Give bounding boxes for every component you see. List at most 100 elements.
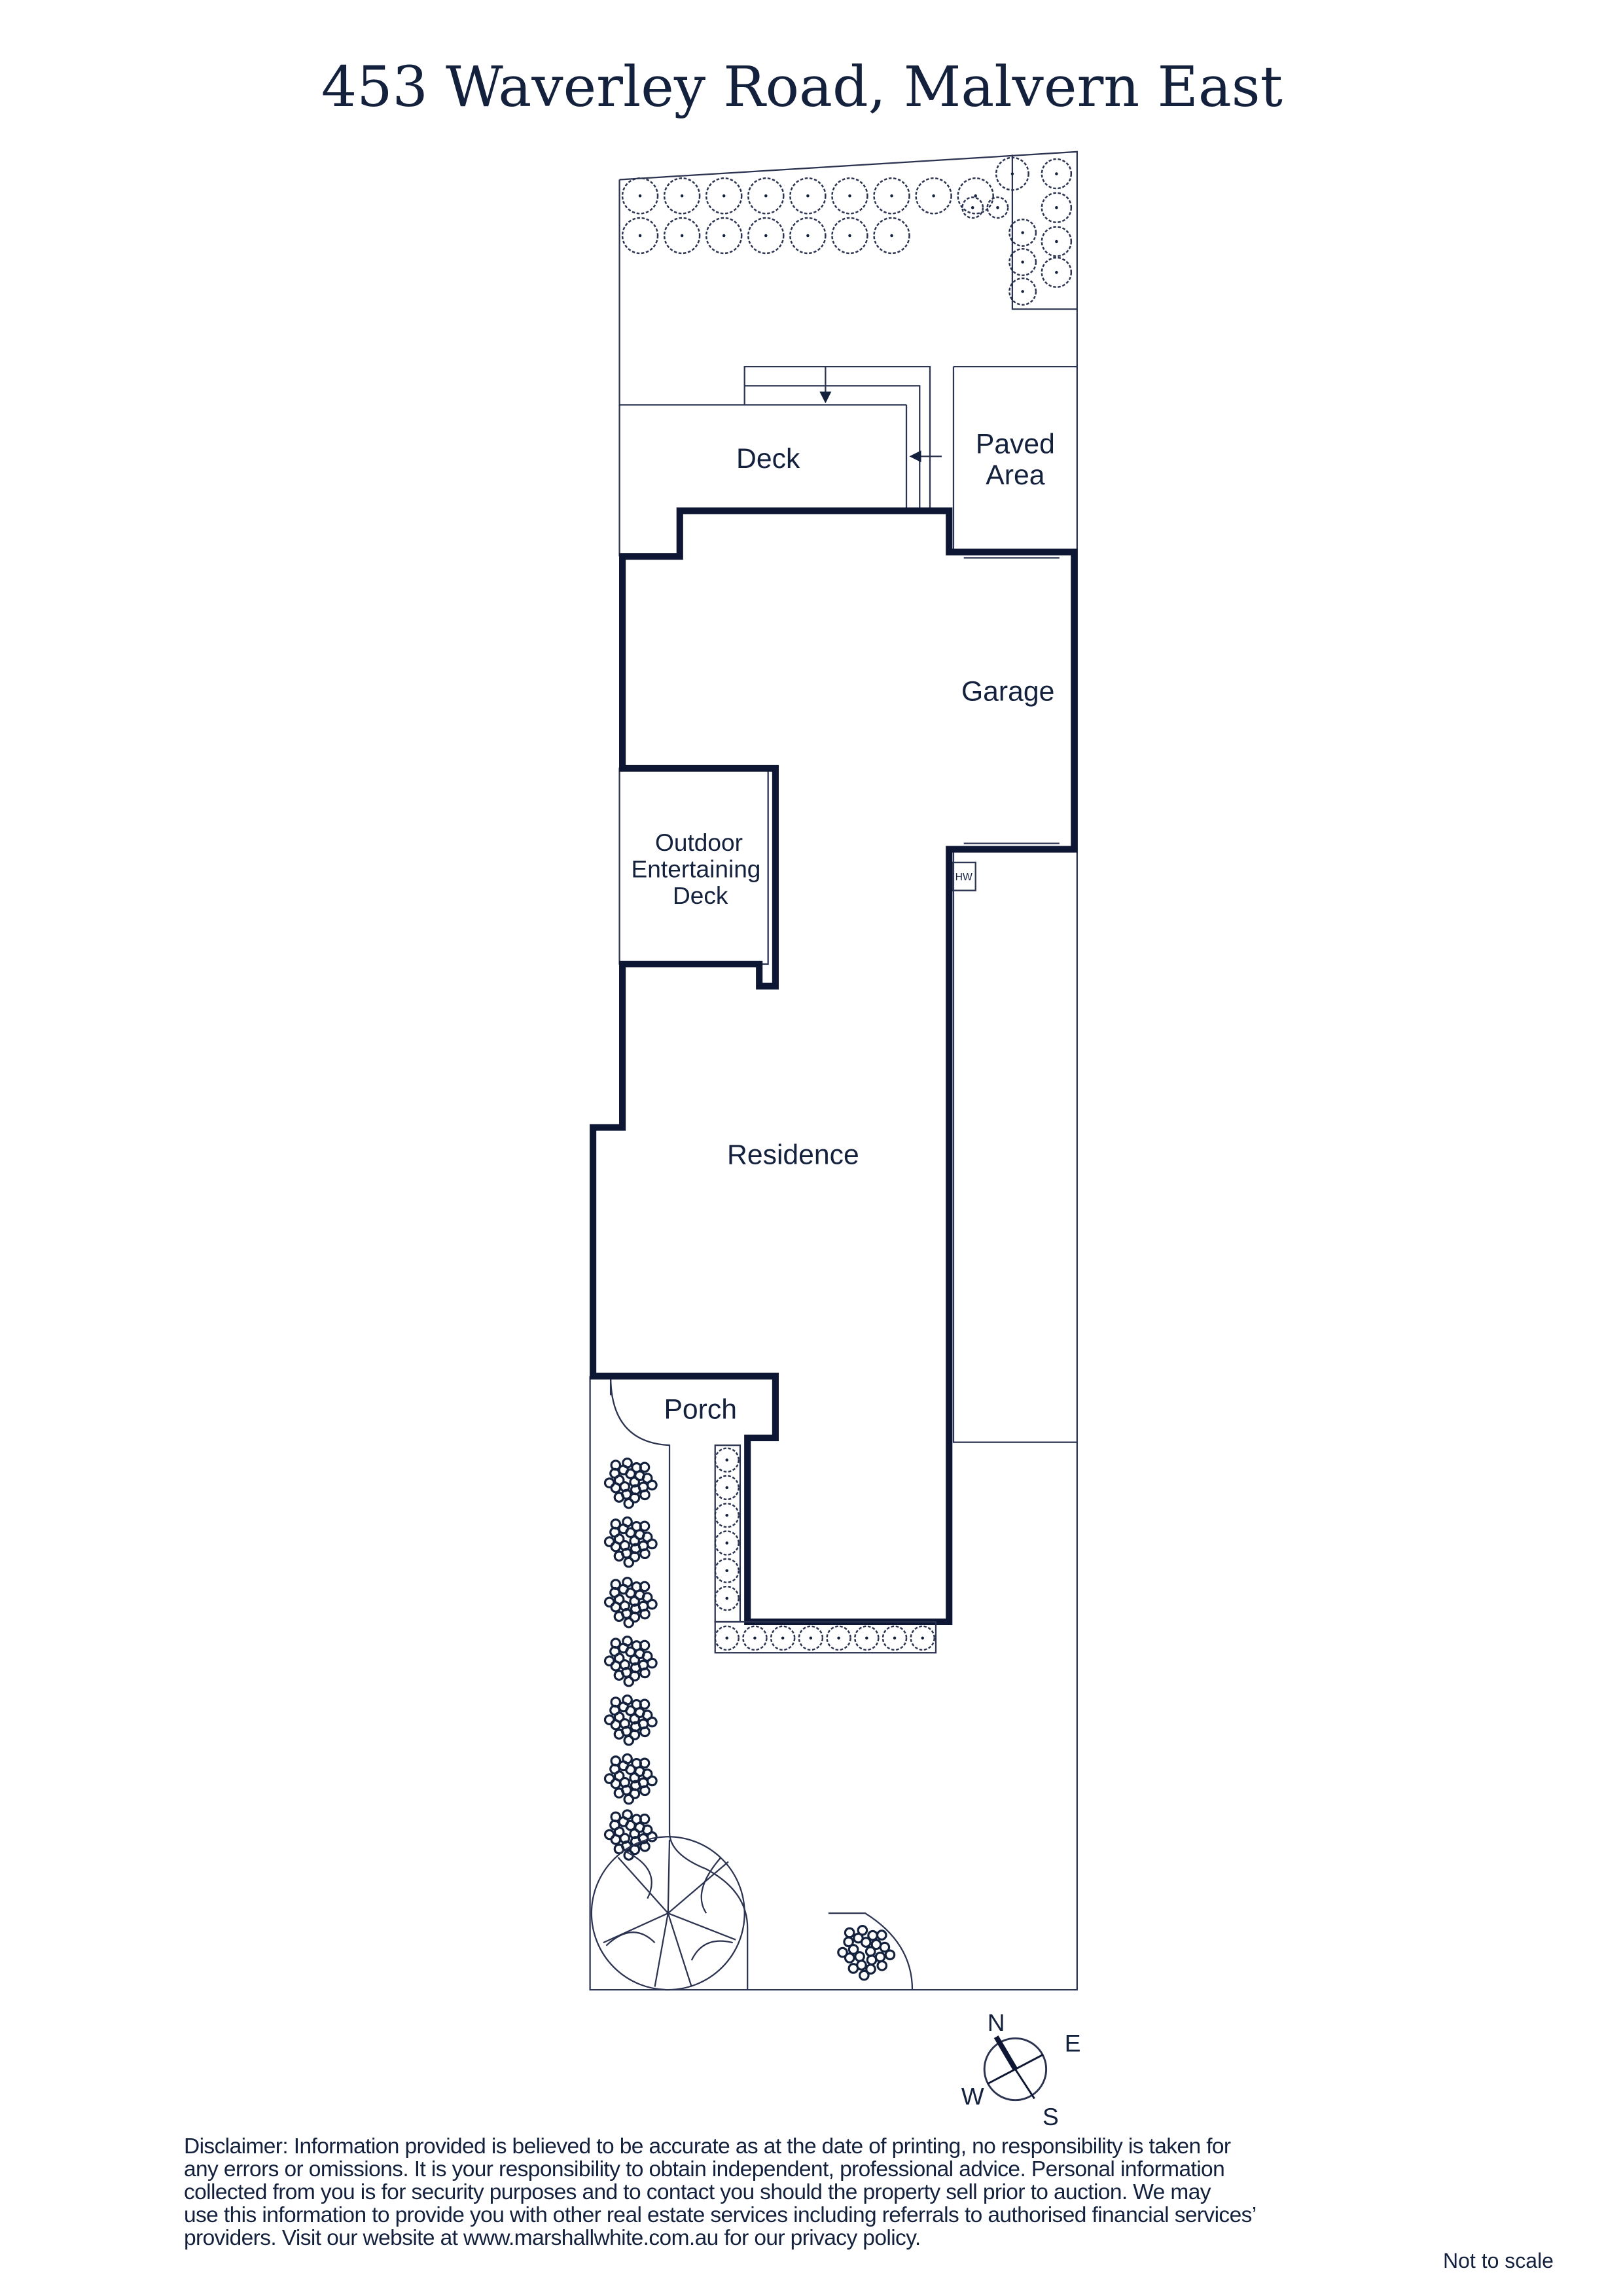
garden-path (593, 1375, 749, 1990)
hedge-shrub-icon-center (1021, 290, 1024, 293)
hedge-shrub-icon (910, 1625, 935, 1651)
hedge-shrub-icon-center (680, 234, 684, 238)
hedge-shrub-icon (831, 177, 868, 215)
hedge-shrub-icon (957, 177, 994, 215)
hedge-bed (714, 1621, 937, 1654)
hedge-shrub-icon-center (1055, 270, 1058, 274)
hedge-shrub-icon-center (764, 234, 768, 238)
compass-west: W (961, 2082, 984, 2109)
hedge-shrub-icon-center (806, 194, 810, 198)
hedge-shrub-icon-center (971, 206, 974, 209)
hedge-shrub-icon-center (725, 1486, 728, 1490)
hedge-shrub-icon (986, 196, 1009, 219)
hedge-shrub-icon-center (722, 194, 726, 198)
hedge-shrub-icon (770, 1625, 796, 1651)
disclaimer: Disclaimer: Information provided is beli… (184, 2134, 1257, 2250)
garage-doors (963, 557, 1060, 844)
hedge-shrub-icon (714, 1558, 740, 1583)
hedge-shrub-icon-center (974, 194, 977, 198)
room-label-garage: Garage (961, 675, 1054, 707)
hedge-shrub-icon-center (638, 194, 642, 198)
bush-icon (603, 1457, 658, 1509)
hedge-shrub-icon (831, 217, 868, 255)
hedge-shrub-icon (789, 217, 827, 255)
hedge-shrub-icon (882, 1625, 908, 1651)
hedge-shrub-icon (714, 1502, 740, 1528)
page-title: 453 Waverley Road, Malvern East (321, 55, 1283, 120)
lot-boundary (589, 151, 1078, 1991)
hedge-shrub-icon (714, 1447, 740, 1473)
bush-icon (603, 1694, 658, 1746)
hedge-shrub-icon-center (1055, 206, 1058, 209)
hedge-shrub-icon (873, 217, 910, 255)
hedge-shrub-icon (747, 217, 785, 255)
arrow-down-icon (819, 391, 832, 404)
hedge-shrub-icon-center (725, 1541, 728, 1545)
bush-icon (603, 1636, 658, 1687)
hedge-shrub-icon (1008, 219, 1037, 247)
hedge-shrub-icon-center (725, 1513, 728, 1517)
hedge-shrub-icon-center (725, 1596, 728, 1600)
hedge-shrub-icon-center (725, 1569, 728, 1572)
hedge-shrub-icon-center (809, 1636, 813, 1640)
hedge-shrub-icon-center (722, 234, 726, 238)
hedge-shrub-icon-center (890, 194, 893, 198)
hedge-shrub-icon (663, 217, 701, 255)
garden-bed-arc (828, 1912, 914, 1990)
hedge-shrub-icon (663, 177, 701, 215)
hedge-shrub-icon (1008, 277, 1037, 306)
hedge-shrub-icon (1041, 257, 1073, 288)
hedge-shrub-icon-center (865, 1636, 868, 1640)
hedge-shrub-icon-center (932, 194, 935, 198)
hedge-shrub-icon (714, 1585, 740, 1611)
hot-water-label: HW (955, 872, 972, 883)
hedge-shrub-icon-center (725, 1636, 728, 1640)
hedge-shrub-icon (826, 1625, 851, 1651)
hedge-shrub-icon-center (1055, 240, 1058, 243)
compass-icon: N E S W (961, 2009, 1081, 2130)
hedge-shrub-icon (742, 1625, 768, 1651)
hedge-shrub-icon (714, 1475, 740, 1501)
hedge-shrub-icon (705, 217, 743, 255)
hedge-shrub-icon-center (921, 1636, 925, 1640)
hedge-bed (714, 1444, 741, 1623)
hedge-shrub-icon (1041, 226, 1073, 257)
hedge-shrub-icon (621, 177, 659, 215)
hedge-shrub-icon-center (996, 206, 999, 209)
hedge-shrub-icon-center (680, 194, 684, 198)
hedge-shrub-icon-center (848, 234, 851, 238)
hedge-shrub-icon-center (837, 1636, 840, 1640)
room-label-deck: Deck (736, 443, 800, 475)
bush-icon (603, 1753, 658, 1805)
hedge-shrub-icon (1041, 192, 1073, 223)
hedge-shrub-icon-center (1021, 260, 1024, 264)
hedge-shrub-icon (873, 177, 910, 215)
compass-north: N (988, 2009, 1005, 2036)
hedge-shrub-icon (1041, 158, 1073, 190)
hedge-shrub-icon-center (806, 234, 810, 238)
bush-icon (603, 1577, 658, 1628)
hedge-shrub-icon (747, 177, 785, 215)
hedge-shrub-icon-center (781, 1636, 785, 1640)
hedge-shrub-icon (705, 177, 743, 215)
bush-icon (603, 1516, 658, 1568)
room-label-outdoor-deck: Entertaining (632, 855, 761, 882)
hedge-shrub-icon-center (893, 1636, 897, 1640)
residence-walls (590, 507, 1078, 1626)
hedge-shrub-icon-center (753, 1636, 757, 1640)
hedge-shrub-icon (789, 177, 827, 215)
room-label-residence: Residence (727, 1139, 859, 1171)
compass-east: E (1065, 2030, 1081, 2057)
hedge-shrub-icon (798, 1625, 824, 1651)
hedge-shrub-icon (915, 177, 952, 215)
room-label-paved-area: Paved (976, 429, 1055, 460)
hedge-shrub-icon (1008, 247, 1037, 276)
hedge-shrub-icon (714, 1625, 740, 1651)
steps (743, 365, 942, 511)
arrow-left-icon (909, 450, 921, 463)
hedge-shrub-icon-center (1010, 172, 1014, 175)
bush-icon (603, 1809, 658, 1861)
hedge-shrub-icon (995, 156, 1029, 191)
hedge-shrub-icon (621, 217, 659, 255)
